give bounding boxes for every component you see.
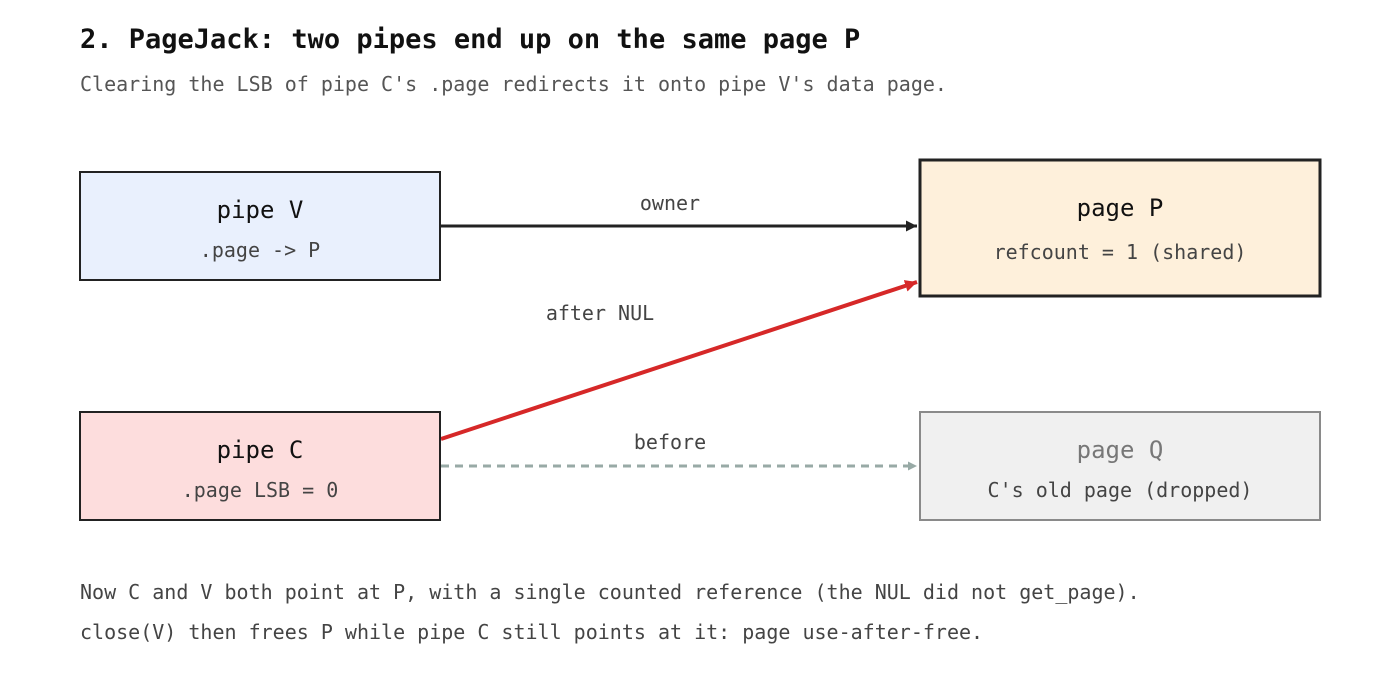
edge-owner: owner bbox=[441, 191, 917, 232]
pipe-v-title: pipe V bbox=[217, 196, 304, 224]
page-title: 2. PageJack: two pipes end up on the sam… bbox=[80, 24, 861, 55]
pipe-v-box bbox=[79, 171, 441, 281]
after-nul-arrow bbox=[440, 280, 918, 441]
pipe-c-box bbox=[79, 411, 441, 521]
page-p-box bbox=[918, 158, 1322, 298]
page-q-box bbox=[919, 411, 1321, 521]
pipe-v-detail: .page -> P bbox=[200, 238, 320, 262]
footer-note-2: close(V) then frees P while pipe C still… bbox=[80, 620, 984, 644]
page-p-detail: refcount = 1 (shared) bbox=[994, 240, 1247, 264]
node-pipe-v: pipe V .page -> P bbox=[79, 171, 441, 281]
node-page-p: page P refcount = 1 (shared) bbox=[918, 158, 1322, 298]
node-page-q: page Q C's old page (dropped) bbox=[919, 411, 1321, 521]
edge-before: before bbox=[441, 430, 917, 471]
edge-after-nul: after NUL bbox=[440, 280, 918, 441]
node-pipe-c: pipe C .page LSB = 0 bbox=[79, 411, 441, 521]
page-q-detail: C's old page (dropped) bbox=[988, 478, 1253, 502]
after-nul-label: after NUL bbox=[546, 301, 654, 325]
pipe-c-title: pipe C bbox=[217, 436, 304, 464]
before-label: before bbox=[634, 430, 706, 454]
page-p-title: page P bbox=[1077, 194, 1164, 222]
pipe-c-detail: .page LSB = 0 bbox=[182, 478, 339, 502]
page-q-title: page Q bbox=[1077, 436, 1164, 464]
owner-label: owner bbox=[640, 191, 700, 215]
footer-note-1: Now C and V both point at P, with a sing… bbox=[80, 580, 1140, 604]
page-subtitle: Clearing the LSB of pipe C's .page redir… bbox=[80, 72, 947, 96]
